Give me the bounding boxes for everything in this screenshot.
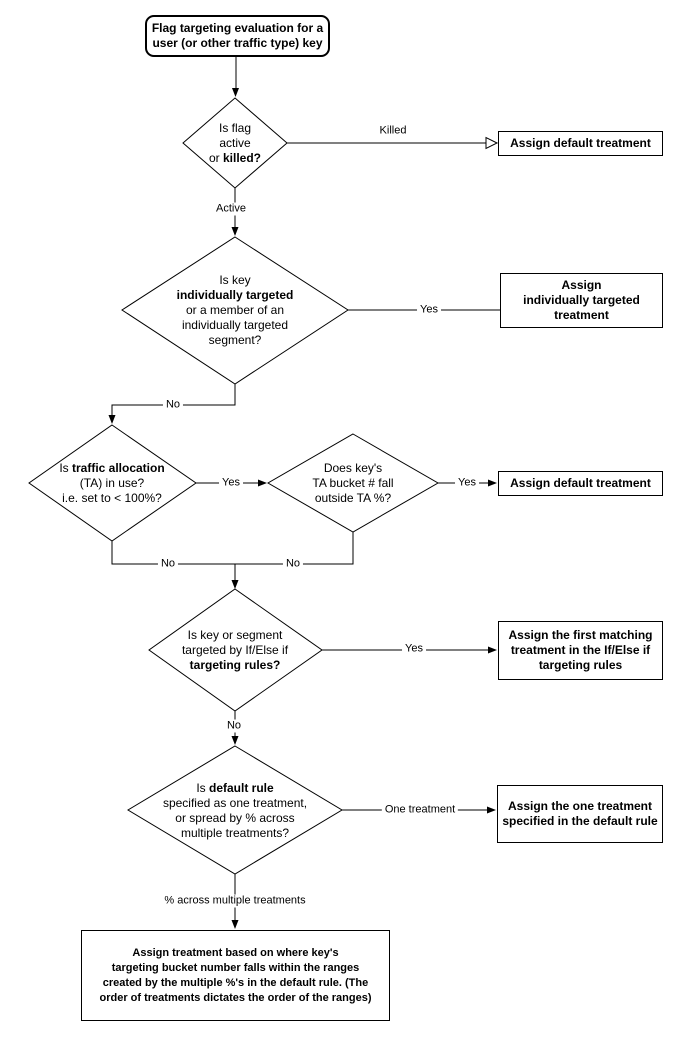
arrowhead-start-to-flag-active (232, 88, 239, 97)
edge-label-killed: Killed (376, 124, 410, 138)
edge-no-outside-ta (235, 532, 354, 565)
edge-label-active: Active (213, 202, 249, 216)
decision-ta-bucket-shape (266, 433, 440, 533)
decision-flag-active-shape (182, 97, 288, 189)
arrowhead-active (231, 227, 239, 236)
arrowhead-merge-to-targeting-rules (231, 580, 239, 589)
arrowhead-no-targeting-rules (231, 736, 239, 745)
edge-no-traffic-allocation (111, 541, 235, 565)
arrowhead-yes-traffic-allocation (258, 479, 267, 487)
decision-individually-targeted-shape (121, 236, 349, 385)
edge-label-yes-targeting-rules: Yes (402, 642, 426, 656)
edge-label-no-individually-targeted: No (162, 398, 184, 412)
arrowhead-no-individually-targeted (108, 415, 116, 424)
arrowhead-yes-targeting-rules (488, 646, 497, 654)
assign-default-treatment-box-2: Assign default treatment (498, 471, 663, 496)
arrowhead-pct-across (231, 920, 239, 929)
arrowhead-killed-open (485, 136, 499, 150)
decision-traffic-allocation-shape (28, 424, 197, 542)
arrowhead-yes-outside-ta (488, 479, 497, 487)
decision-targeting-rules-shape (148, 588, 323, 712)
edge-label-yes-outside-ta: Yes (455, 476, 479, 490)
edge-label-no-traffic-allocation: No (157, 557, 179, 571)
decision-default-rule-shape (127, 745, 343, 875)
edge-label-no-targeting-rules: No (223, 719, 245, 733)
edge-label-pct-across: % across multiple treatments (161, 894, 309, 908)
arrowhead-one-treatment (487, 806, 496, 814)
edge-label-yes-traffic-allocation: Yes (219, 476, 243, 490)
edge-label-one-treatment: One treatment (381, 803, 459, 817)
edge-label-yes-individually-targeted: Yes (417, 303, 441, 317)
assign-default-treatment-box-1: Assign default treatment (498, 131, 663, 156)
edge-label-no-outside-ta: No (282, 557, 304, 571)
